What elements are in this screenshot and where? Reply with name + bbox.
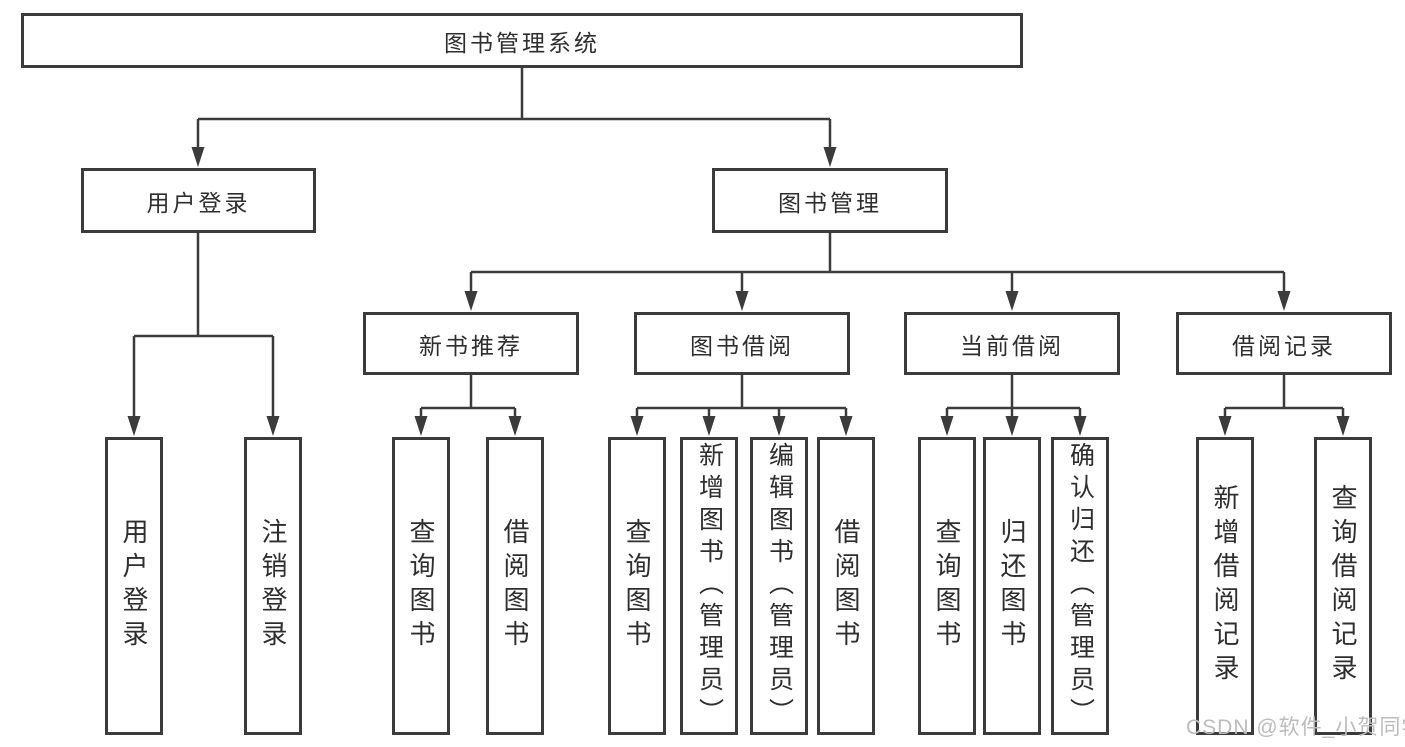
leaf-edit-books-admin-label: 编辑图书（管理员） xyxy=(765,442,794,730)
node-book-borrowing: 图书借阅 xyxy=(634,312,850,375)
leaf-query-books-current: 查询图书 xyxy=(918,437,976,735)
leaf-return-books: 归还图书 xyxy=(983,437,1041,735)
node-book-management: 图书管理 xyxy=(712,168,948,233)
leaf-query-borrow-record: 查询借阅记录 xyxy=(1314,437,1372,735)
leaf-edit-books-admin: 编辑图书（管理员） xyxy=(750,437,808,735)
leaf-query-books-recommend-label: 查询图书 xyxy=(406,518,436,654)
leaf-borrow-books-recommend-label: 借阅图书 xyxy=(500,518,530,654)
node-user-login: 用户登录 xyxy=(81,168,316,233)
leaf-add-borrow-record-label: 新增借阅记录 xyxy=(1210,484,1240,688)
leaf-borrow-books-label: 借阅图书 xyxy=(831,518,861,654)
leaf-user-login-label: 用户登录 xyxy=(119,518,149,654)
leaf-add-books-admin: 新增图书（管理员） xyxy=(680,437,738,735)
node-current-borrowing: 当前借阅 xyxy=(904,312,1120,375)
csdn-watermark: CSDN @软件_小贺同学 xyxy=(1186,716,1405,739)
leaf-logout-label: 注销登录 xyxy=(258,518,288,654)
leaf-logout: 注销登录 xyxy=(244,437,302,735)
leaf-confirm-return-admin-label: 确认归还（管理员） xyxy=(1066,442,1095,730)
leaf-add-books-admin-label: 新增图书（管理员） xyxy=(695,442,724,730)
leaf-query-books-recommend: 查询图书 xyxy=(392,437,450,735)
node-book-management-label: 图书管理 xyxy=(778,189,882,216)
node-borrowing-records: 借阅记录 xyxy=(1176,312,1392,375)
node-borrowing-records-label: 借阅记录 xyxy=(1232,332,1336,359)
node-root-label: 图书管理系统 xyxy=(444,29,600,56)
node-user-login-label: 用户登录 xyxy=(146,189,251,216)
leaf-user-login: 用户登录 xyxy=(105,437,163,735)
leaf-query-books-borrowing-label: 查询图书 xyxy=(622,518,652,654)
leaf-add-borrow-record: 新增借阅记录 xyxy=(1196,437,1254,735)
leaf-borrow-books: 借阅图书 xyxy=(817,437,875,735)
leaf-query-books-current-label: 查询图书 xyxy=(932,518,962,654)
leaf-query-books-borrowing: 查询图书 xyxy=(608,437,666,735)
arrowheads xyxy=(127,147,1350,436)
node-book-borrowing-label: 图书借阅 xyxy=(690,332,794,359)
leaf-confirm-return-admin: 确认归还（管理员） xyxy=(1051,437,1109,735)
node-new-book-recommend-label: 新书推荐 xyxy=(419,332,523,359)
node-current-borrowing-label: 当前借阅 xyxy=(960,332,1064,359)
leaf-borrow-books-recommend: 借阅图书 xyxy=(486,437,544,735)
node-new-book-recommend: 新书推荐 xyxy=(363,312,579,375)
leaf-return-books-label: 归还图书 xyxy=(997,518,1027,654)
node-root: 图书管理系统 xyxy=(21,13,1023,68)
leaf-query-borrow-record-label: 查询借阅记录 xyxy=(1328,484,1358,688)
